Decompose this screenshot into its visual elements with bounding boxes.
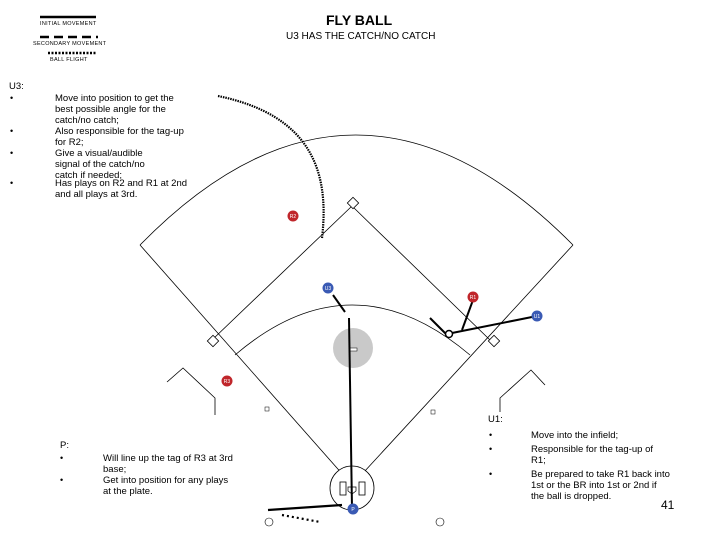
u3-item-2: Also responsible for the tag-up for R2; [55, 126, 184, 148]
u1-tag-up-movement [429, 317, 447, 335]
batters-box-right [358, 481, 366, 496]
page-number: 41 [661, 498, 675, 512]
bullet: • [489, 430, 493, 440]
on-deck-circle-right [435, 517, 445, 527]
u1-item-2: Responsible for the tag-up of R1; [531, 444, 653, 466]
third-base-dugout [166, 367, 216, 415]
third-base-foul-line [139, 244, 353, 486]
on-deck-circle-left [264, 517, 274, 527]
u1-end-position [444, 329, 454, 339]
u3-item-4: Has plays on R2 and R1 at 2nd and all pl… [55, 178, 188, 200]
p-movement-line [348, 317, 353, 509]
page-title: FLY BALL [326, 12, 393, 28]
ball-flight-path [217, 94, 325, 239]
first-base-foul-line [351, 244, 574, 486]
u1-item-3: Be prepared to take R1 back into 1st or … [531, 469, 670, 502]
pitchers-rubber [349, 347, 358, 352]
batter-runner-movement [281, 513, 321, 524]
u1-item-1: Move into the infield; [531, 430, 619, 441]
u1-marker: U1 [531, 310, 543, 322]
catcher-movement [267, 503, 343, 512]
legend-ball-label: BALL FLIGHT [50, 57, 88, 63]
r2-marker: R2 [287, 210, 299, 222]
infield-base-paths [211, 205, 491, 341]
second-base [346, 196, 360, 210]
legend-initial-label: INITIAL MOVEMENT [40, 21, 97, 27]
bullet: • [10, 178, 14, 188]
r3-marker: R3 [221, 375, 233, 387]
legend-secondary-label: SECONDARY MOVEMENT [33, 41, 107, 47]
u3-initial-movement [332, 294, 346, 313]
bullet: • [10, 93, 14, 103]
svg-text:P: P [351, 507, 355, 513]
third-base [206, 334, 220, 348]
u3-heading: U3: [9, 81, 24, 92]
first-base-dugout [499, 369, 546, 412]
bullet: • [489, 444, 493, 454]
bullet: • [489, 469, 493, 479]
svg-text:U1: U1 [534, 314, 541, 320]
p-marker: P [347, 503, 359, 515]
bullet: • [10, 126, 14, 136]
page-subtitle: U3 HAS THE CATCH/NO CATCH [286, 31, 436, 42]
svg-text:U3: U3 [325, 286, 332, 292]
p-item-1: Will line up the tag of R3 at 3rd base; [103, 453, 233, 475]
u3-item-3: Give a visual/audible signal of the catc… [55, 148, 145, 181]
bullet: • [60, 453, 64, 463]
bullet: • [10, 148, 14, 158]
u1-initial-movement [451, 316, 533, 334]
p-heading: P: [60, 440, 69, 451]
r1-marker: R1 [467, 291, 479, 303]
foul-line-marker-left [264, 406, 270, 412]
u3-item-1: Move into position to get the best possi… [55, 93, 174, 126]
svg-text:R3: R3 [224, 379, 231, 385]
u3-marker: U3 [322, 282, 334, 294]
svg-text:R2: R2 [290, 214, 297, 220]
foul-line-marker-right [430, 409, 436, 415]
r1-movement [461, 299, 474, 331]
u1-heading: U1: [488, 414, 503, 425]
infield-arc [234, 304, 471, 356]
batters-box-left [339, 481, 347, 496]
svg-text:R1: R1 [470, 295, 477, 301]
bullet: • [60, 475, 64, 485]
first-base [487, 334, 501, 348]
p-item-2: Get into position for any plays at the p… [103, 475, 229, 497]
outfield-fence [139, 134, 574, 246]
